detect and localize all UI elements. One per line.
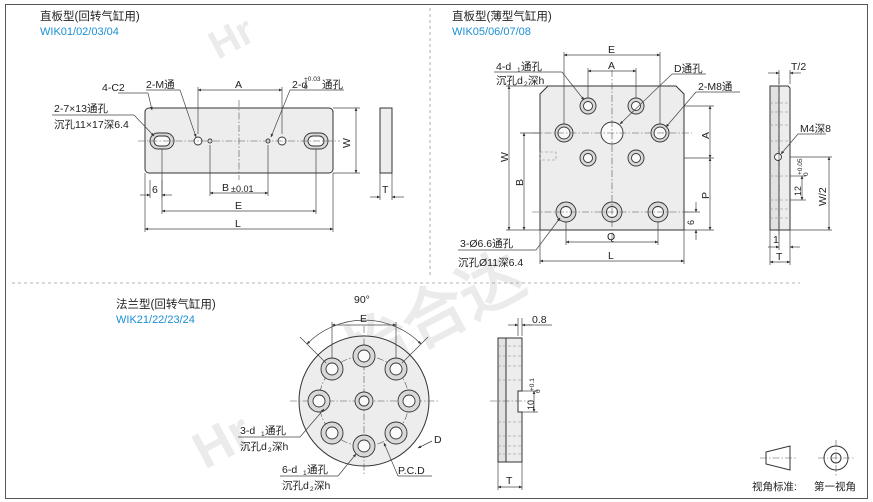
view3-codes: WIK21/22/23/24 — [116, 314, 195, 326]
svg-text:通孔: 通孔 — [521, 60, 542, 73]
view3-dim-t: T — [506, 475, 513, 487]
svg-text:通孔: 通孔 — [322, 78, 343, 91]
view1-title: 直板型(回转气缸用) — [40, 9, 140, 23]
view1-dim-6: 6 — [152, 184, 158, 196]
view1-label-pin-hole: 2-d — [292, 79, 307, 91]
view3-label-pcd: P.C.D — [398, 465, 425, 477]
view2-label-d-hole: D通孔 — [674, 62, 703, 75]
view1-dim-l: L — [235, 218, 241, 230]
svg-text:1: 1 — [261, 431, 265, 438]
view1-codes: WIK01/02/03/04 — [40, 26, 119, 38]
svg-text:深h: 深h — [528, 75, 544, 87]
svg-text:2: 2 — [268, 447, 272, 454]
view2-dim-b: B — [514, 179, 526, 186]
view3-label-3d1: 3-d — [240, 425, 255, 437]
view2-label-cb: 沉孔d — [496, 74, 523, 87]
view1-label-tap: 2-M通 — [146, 79, 175, 91]
svg-text:Hr: Hr — [202, 8, 262, 68]
drawing-frame — [5, 4, 868, 499]
svg-text:深h: 深h — [272, 441, 288, 453]
view2-dim-p: P — [700, 192, 712, 199]
view2-dim-w2: W/2 — [817, 187, 829, 206]
view1-dim-b: B — [222, 182, 229, 194]
view1-dim-w: W — [341, 138, 353, 148]
svg-text:通孔: 通孔 — [307, 463, 328, 476]
projection-cone-icon — [765, 445, 791, 471]
svg-text:1: 1 — [303, 470, 307, 477]
view3-label-6cb: 沉孔d — [282, 479, 309, 492]
view2-label-d1: 4-d — [496, 61, 511, 73]
svg-text:0: 0 — [535, 389, 542, 393]
view2-dim-1: 1 — [773, 234, 779, 246]
view1-label-slot: 2-7×13通孔 — [54, 102, 108, 115]
view-flange: 法兰型(回转气缸用) WIK21/22/23/24 90° E — [116, 294, 552, 493]
view2-dim-12: 12 — [793, 186, 803, 196]
svg-text:2: 2 — [310, 486, 314, 493]
view3-bolt-holes — [307, 344, 421, 458]
svg-text:2: 2 — [524, 81, 528, 88]
view3-label-6d1: 6-d — [282, 464, 297, 476]
view2-title: 直板型(薄型气缸用) — [452, 9, 552, 23]
svg-text:1: 1 — [517, 67, 521, 74]
view2-dim-6: 6 — [686, 220, 696, 225]
view1-side-view — [379, 107, 393, 174]
view3-title: 法兰型(回转气缸用) — [116, 297, 216, 311]
svg-text:通孔: 通孔 — [265, 424, 286, 437]
view3-dim-e: E — [360, 313, 367, 325]
view2-dim-a-vert: A — [700, 132, 712, 139]
view2-label-m8: 2-M8通 — [698, 81, 733, 93]
svg-text:+0.05: +0.05 — [797, 158, 804, 175]
projection-label: 视角标准: — [752, 480, 797, 493]
view1-label-slot-cb: 沉孔11×17深6.4 — [54, 118, 129, 131]
view2-dim-l: L — [608, 250, 614, 262]
view3-dim-d: D — [434, 434, 442, 446]
view2-dim-a: A — [608, 60, 615, 72]
svg-text:+0.1: +0.1 — [529, 378, 536, 391]
view1-dim-a: A — [235, 79, 242, 91]
view2-dim-w: W — [499, 152, 511, 162]
view2-label-66: 3-Ø6.6通孔 — [460, 237, 514, 250]
view2-dim-q: Q — [607, 231, 615, 243]
svg-text:+0.03: +0.03 — [304, 76, 321, 83]
view3-label-3cb: 沉孔d — [240, 440, 267, 453]
view2-codes: WIK05/06/07/08 — [452, 26, 531, 38]
view3-dim-08: 0.8 — [532, 314, 547, 326]
view1-label-chamfer: 4-C2 — [102, 82, 125, 94]
projection-value: 第一视角 — [814, 480, 856, 493]
view3-angle-arc — [306, 319, 422, 345]
view2-label-66-cb: 沉孔Ø11深6.4 — [458, 256, 523, 269]
projection-standard: 视角标准: 第一视角 — [752, 440, 856, 493]
view2-dim-e: E — [608, 44, 615, 56]
svg-text:0: 0 — [304, 84, 308, 91]
view3-dim-angle: 90° — [354, 294, 370, 306]
view2-dim-t: T — [776, 251, 783, 263]
svg-text:±0.01: ±0.01 — [231, 184, 253, 194]
view2-label-m4: M4深8 — [800, 123, 831, 135]
svg-text:深h: 深h — [314, 480, 330, 492]
view1-dim-e: E — [235, 200, 242, 212]
view-straight-rotary: 直板型(回转气缸用) WIK01/02/03/04 A B ±0.01 E — [40, 9, 404, 232]
svg-text:0: 0 — [803, 172, 810, 176]
view2-dim-t2: T/2 — [791, 61, 806, 73]
view-straight-thin: 直板型(薄型气缸用) WIK05/06/07/08 E — [452, 9, 832, 269]
view3-dim-10: 10 — [526, 400, 536, 410]
view1-dim-t: T — [382, 184, 389, 196]
